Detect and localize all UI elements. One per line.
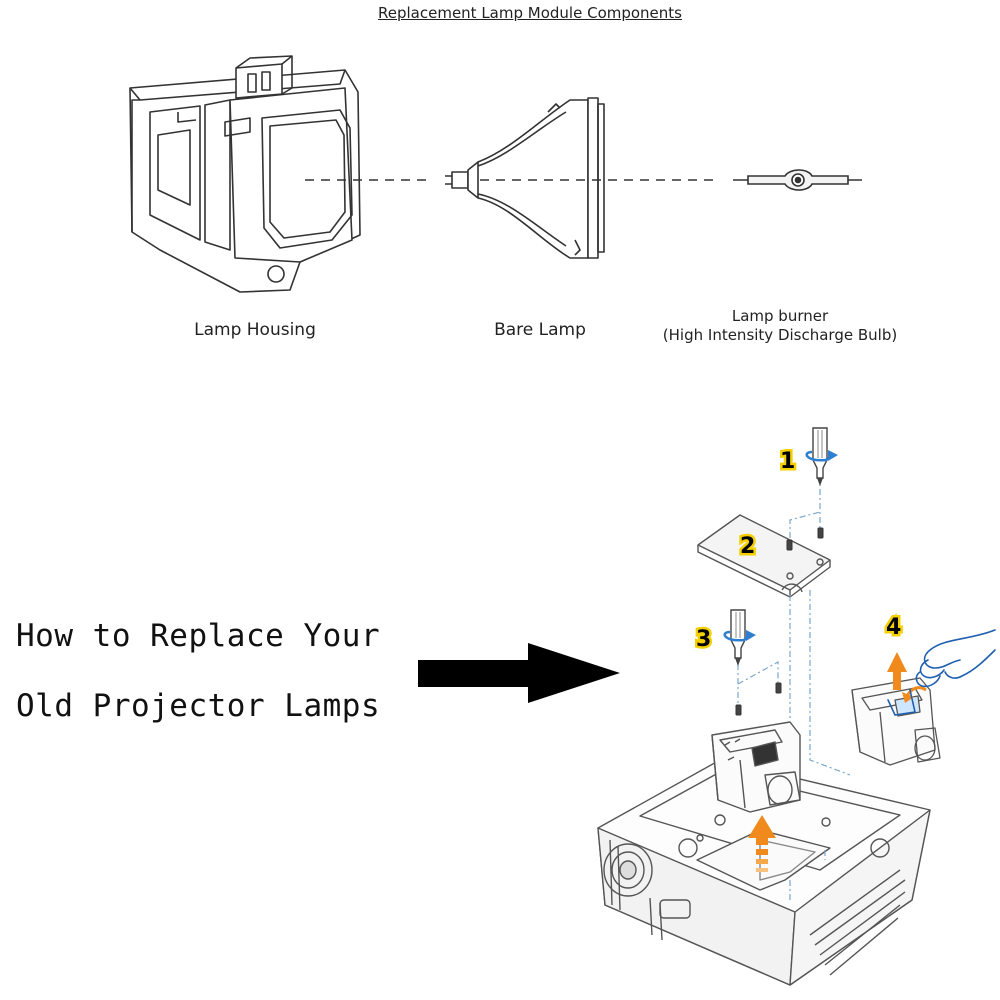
diagram-title: Replacement Lamp Module Components [378, 4, 682, 22]
headline-line-1: How to Replace Your [16, 618, 381, 654]
label-lamp-burner-line2: (High Intensity Discharge Bulb) [662, 326, 898, 344]
lamp-burner-drawing [733, 169, 862, 191]
label-bare-lamp: Bare Lamp [494, 320, 586, 340]
label-lamp-burner-line1: Lamp burner [731, 307, 829, 325]
bare-lamp-drawing [445, 97, 605, 259]
step-number-4: 4 [886, 615, 901, 640]
lamp-module-drawing [711, 721, 801, 813]
label-lamp-burner: Lamp burner (High Intensity Discharge Bu… [650, 307, 910, 345]
lamp-housing-drawing [129, 55, 361, 293]
screwdriver-icon [805, 427, 838, 486]
projector-drawing [597, 759, 931, 986]
hand-icon [887, 629, 996, 716]
arrow-right-icon [418, 643, 620, 703]
headline-line-2: Old Projector Lamps [16, 688, 381, 724]
screw-icons [735, 527, 824, 716]
up-arrow-icon [748, 815, 776, 872]
step-number-2: 2 [740, 534, 755, 559]
label-lamp-housing: Lamp Housing [194, 320, 316, 340]
step-number-3: 3 [696, 627, 711, 652]
screwdriver-icon [723, 609, 756, 666]
step-number-1: 1 [780, 449, 795, 474]
lamp-door-drawing [697, 514, 831, 598]
up-arrow-icon [887, 652, 927, 703]
lamp-module-small-drawing [851, 677, 941, 766]
